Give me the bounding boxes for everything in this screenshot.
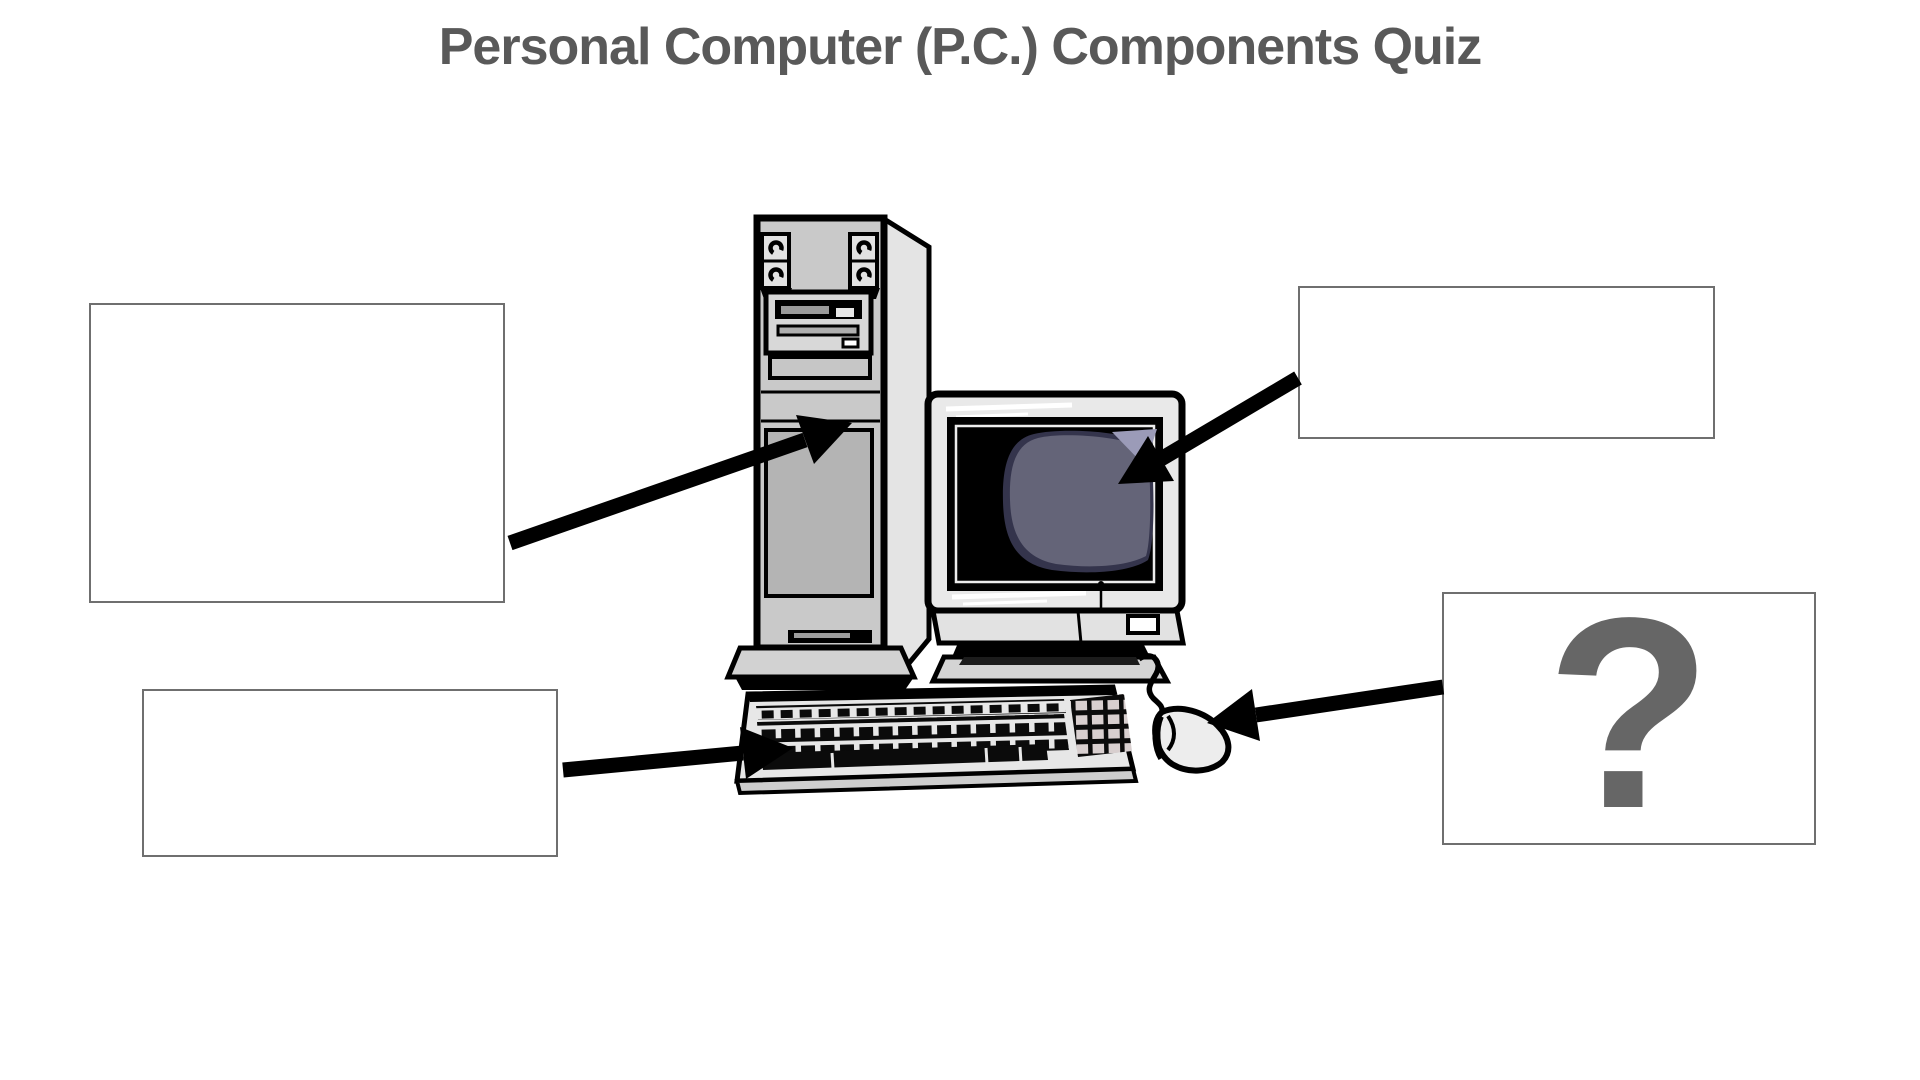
mouse-icon: [1137, 653, 1232, 774]
answer-box-monitor[interactable]: [1298, 286, 1715, 439]
screen-glow: [1009, 435, 1151, 567]
computer-tower-icon: [724, 214, 932, 690]
question-mark: ?: [1545, 560, 1713, 865]
floppy-drive: [763, 289, 874, 356]
cd-tray: [768, 355, 872, 380]
page-title: Personal Computer (P.C.) Components Quiz: [438, 18, 1482, 76]
answer-box-system-unit[interactable]: [89, 303, 505, 603]
arrow-to-mouse: [1207, 679, 1445, 741]
arrow-to-tower: [507, 415, 852, 551]
answer-box-mouse[interactable]: ?: [1442, 577, 1816, 849]
crt-monitor-icon: [924, 390, 1187, 684]
mouse-cable: [1137, 653, 1165, 713]
arrow-to-monitor: [1118, 371, 1302, 484]
power-button: [1126, 614, 1160, 635]
answer-box-keyboard[interactable]: [142, 689, 558, 857]
arrow-to-keyboard: [562, 727, 793, 779]
keyboard-icon: [734, 684, 1139, 796]
